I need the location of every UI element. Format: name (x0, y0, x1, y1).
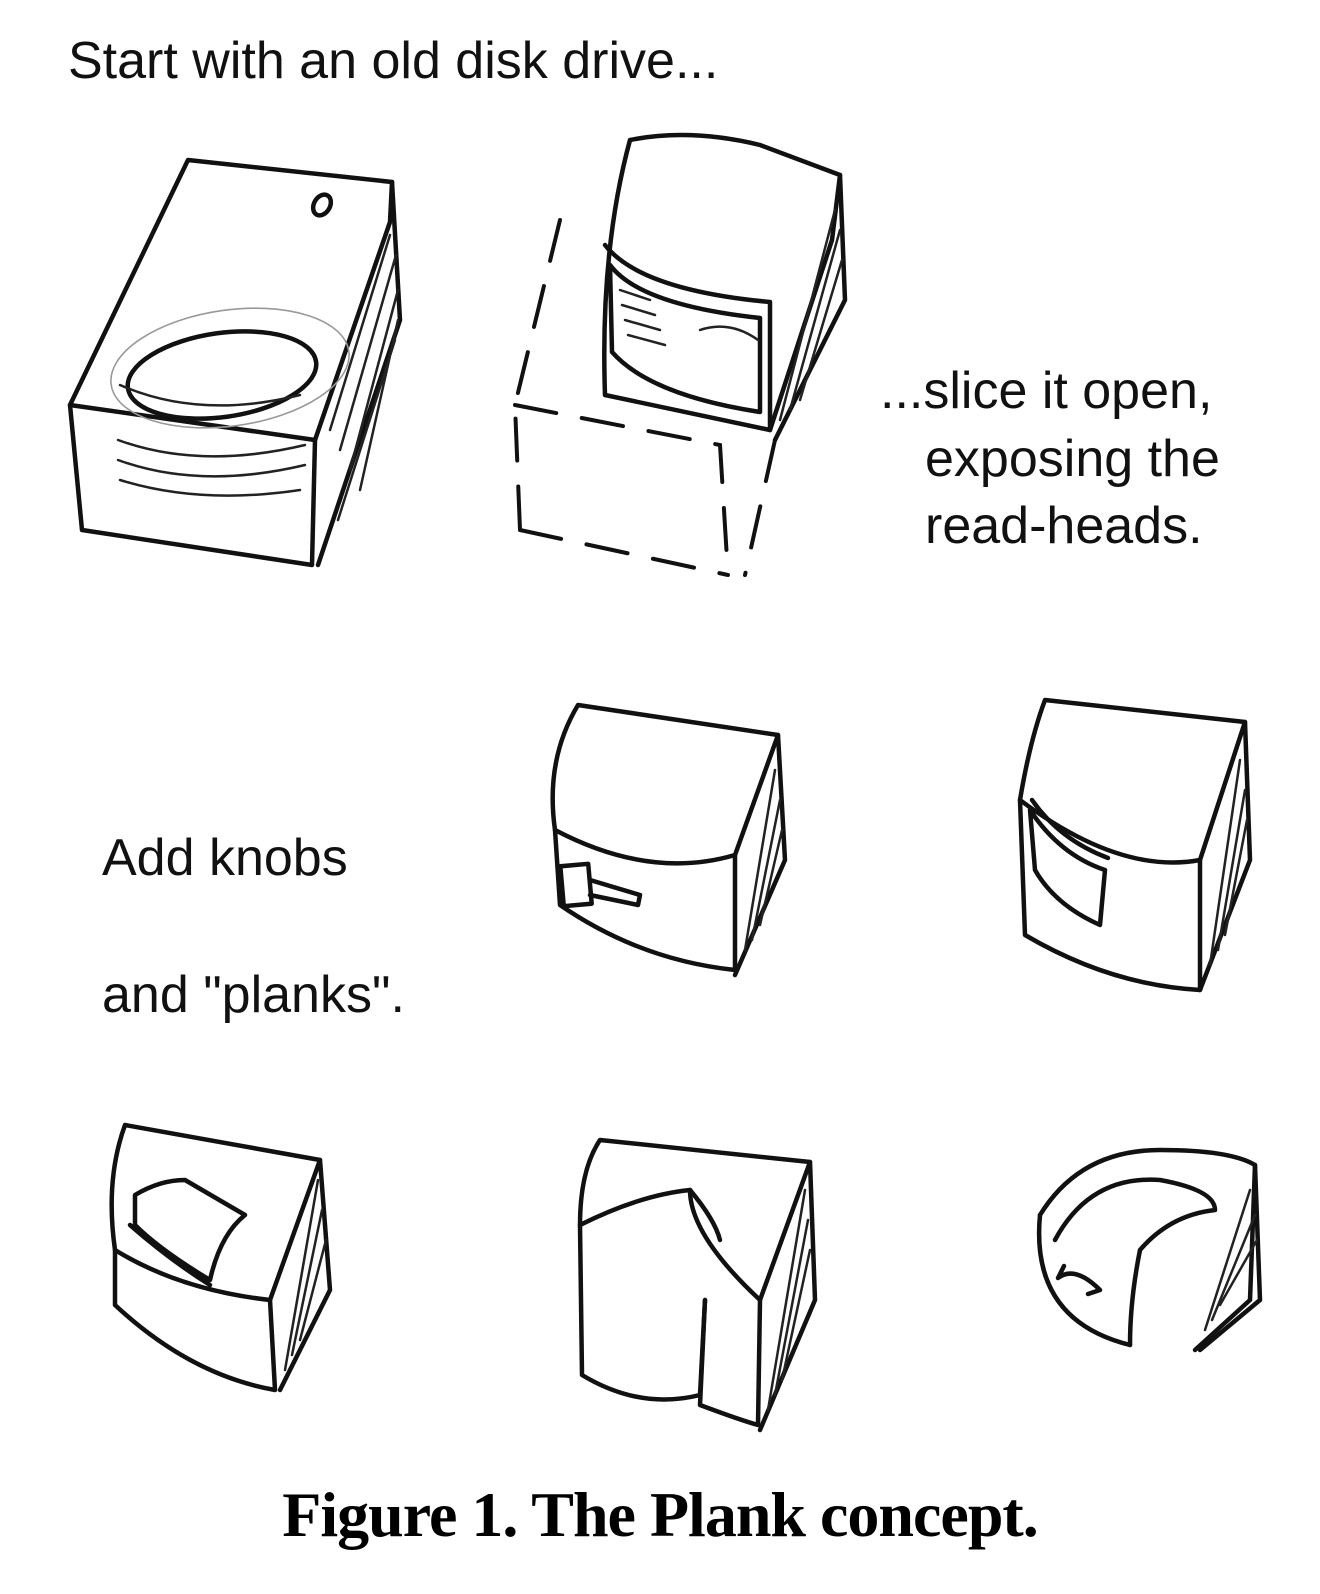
split-plank-drive-sketch (577, 1137, 818, 1433)
sliced-drive-sketch (512, 132, 848, 577)
dial-drive-sketch (1036, 1147, 1263, 1353)
label-add-knobs: Add knobs (102, 829, 348, 887)
plank-drive-sketch (1017, 697, 1253, 993)
label-start-disk-drive: Start with an old disk drive... (68, 32, 719, 90)
disk-drive-sketch (67, 157, 403, 568)
label-slice-open: ...slice it open, exposing the read-head… (880, 362, 1220, 556)
slider-drive-sketch (109, 1122, 333, 1393)
label-and-planks: and "planks". (102, 966, 405, 1024)
figure-caption: Figure 1. The Plank concept. (282, 1479, 1038, 1550)
knob-drive-sketch (550, 702, 788, 978)
